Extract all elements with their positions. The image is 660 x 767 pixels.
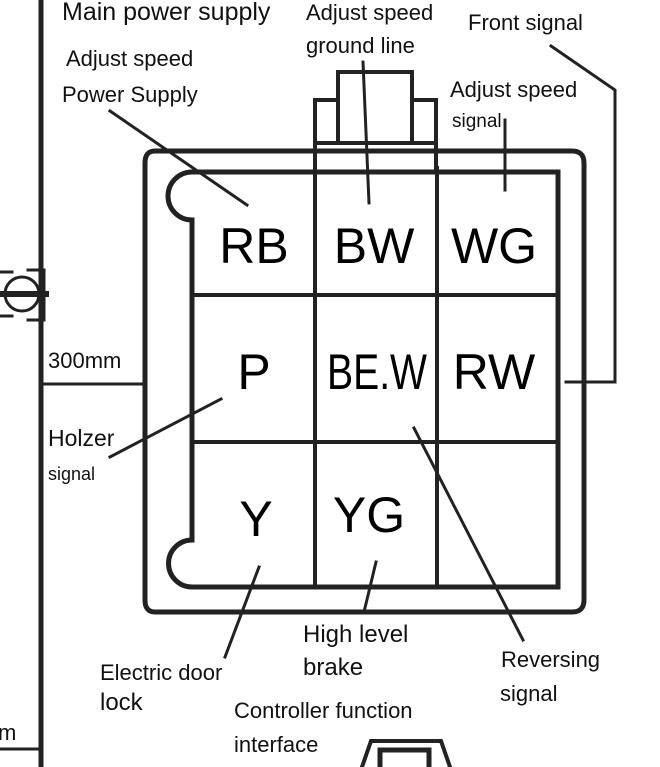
pin-Y: Y bbox=[239, 491, 272, 547]
pin-RW: RW bbox=[453, 344, 536, 400]
leader-rw bbox=[548, 43, 617, 384]
leader-yg bbox=[362, 560, 378, 614]
label-adjust-speed-power-2: Power Supply bbox=[62, 82, 198, 107]
connector-housing-outer bbox=[142, 148, 587, 615]
label-main-power-supply: Main power supply bbox=[62, 0, 271, 26]
label-high-level: High level bbox=[303, 621, 408, 648]
label-lock: lock bbox=[100, 689, 144, 716]
label-front-signal: Front signal bbox=[468, 10, 583, 35]
label-adjust-speed-signal-2: signal bbox=[452, 111, 502, 132]
controller-interface-connector bbox=[359, 739, 453, 767]
label-interface: interface bbox=[234, 732, 318, 757]
pin-grid bbox=[190, 166, 560, 589]
label-electric-door: Electric door bbox=[100, 660, 222, 685]
label-adjust-speed-ground-1: Adjust speed bbox=[306, 0, 433, 25]
pin-WG: WG bbox=[451, 218, 537, 274]
pin-P: P bbox=[237, 344, 270, 400]
leader-bw bbox=[361, 60, 371, 205]
pin-BW: BW bbox=[334, 218, 415, 274]
connector-pin-frame bbox=[165, 169, 561, 590]
label-holzer: Holzer bbox=[48, 425, 115, 451]
connector-latch-tab bbox=[313, 70, 438, 170]
label-adjust-speed-signal-1: Adjust speed bbox=[450, 77, 577, 102]
label-controller-function: Controller function bbox=[234, 698, 413, 723]
label-reversing: Reversing bbox=[501, 647, 600, 672]
label-brake: brake bbox=[303, 654, 363, 681]
label-cut-m: m bbox=[0, 720, 16, 745]
label-holzer-signal: signal bbox=[48, 464, 95, 484]
leader-be-w bbox=[411, 425, 526, 643]
label-adjust-speed-power-1: Adjust speed bbox=[66, 46, 193, 71]
label-adjust-speed-ground-2: ground line bbox=[306, 33, 415, 58]
leader-rb bbox=[107, 108, 250, 208]
pin-YG: YG bbox=[333, 487, 405, 543]
leader-y bbox=[223, 565, 261, 659]
leader-lines bbox=[107, 43, 617, 659]
label-length-300mm: 300mm bbox=[48, 348, 121, 373]
pin-BE-W: BE.W bbox=[327, 344, 428, 400]
cable-clamp-icon bbox=[0, 268, 49, 322]
label-reversing-signal: signal bbox=[500, 681, 557, 706]
leader-p bbox=[107, 396, 224, 460]
pin-RB: RB bbox=[219, 218, 288, 274]
